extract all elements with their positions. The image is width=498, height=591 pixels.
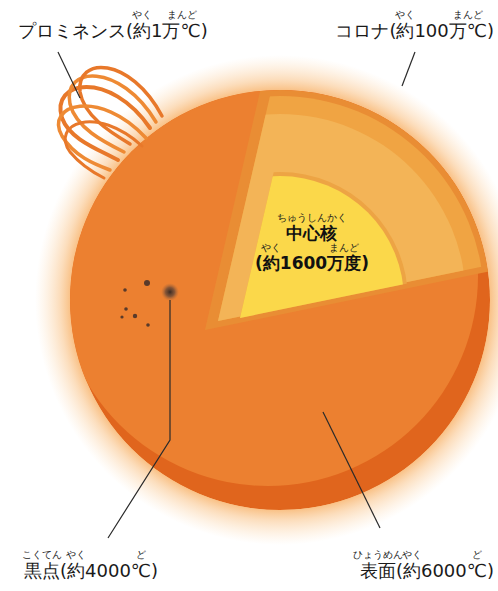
furigana: やく bbox=[395, 10, 415, 20]
furigana: まんど bbox=[167, 10, 197, 20]
furigana: やく bbox=[402, 550, 422, 560]
temperature-text: (約1600万度) bbox=[255, 253, 369, 273]
prominence-loops bbox=[59, 67, 162, 178]
prominence-label: プロミネンス(約1万℃) bbox=[18, 20, 208, 42]
furigana: ど bbox=[136, 550, 146, 560]
furigana: やく bbox=[66, 550, 86, 560]
sun-body bbox=[58, 66, 490, 510]
corona-label: コロナ(約100万℃) bbox=[335, 20, 494, 42]
furigana: ちゅうしんかく bbox=[277, 213, 347, 223]
leader-lines bbox=[58, 52, 415, 538]
furigana: やく bbox=[261, 243, 281, 253]
furigana: やく bbox=[132, 10, 152, 20]
region-name: 中心核 bbox=[255, 223, 369, 243]
furigana: まんど bbox=[329, 243, 359, 253]
furigana: ど bbox=[472, 550, 482, 560]
furigana: ひょうめん bbox=[353, 550, 403, 560]
sun-glow bbox=[35, 55, 498, 545]
furigana: まんど bbox=[453, 10, 483, 20]
surface-label: 表面(約6000℃) bbox=[360, 560, 494, 582]
sunspot-label: 黒点(約4000℃) bbox=[24, 560, 158, 582]
furigana: こくてん bbox=[22, 550, 62, 560]
